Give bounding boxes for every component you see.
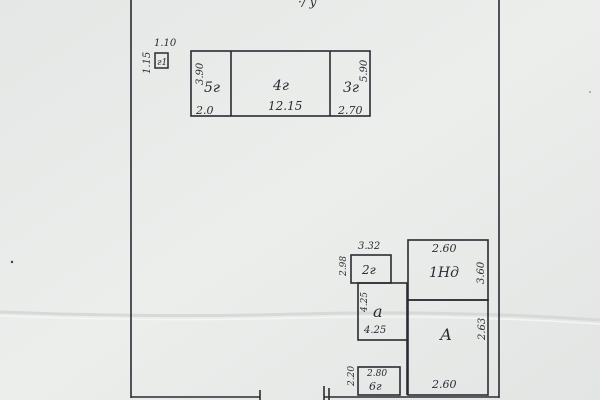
shed-g1-width: 1.10	[154, 38, 177, 49]
paper-fold-line	[0, 310, 600, 322]
room-5g-width: 2.0	[195, 104, 214, 117]
room-3g-width: 2.70	[337, 104, 363, 117]
room-4g-label: 4г	[272, 78, 289, 94]
house-complex	[350, 239, 489, 396]
room-6g-width: 2.80	[366, 369, 387, 379]
shed-g1-label: г1	[157, 58, 167, 68]
plot-boundary	[130, 0, 500, 400]
room-A-depth: 2.63	[477, 318, 488, 341]
room-4g-width: 12.15	[268, 99, 302, 113]
ink-speck	[10, 260, 14, 264]
room-A-label: А	[439, 325, 452, 344]
room-6g-label: 6г	[369, 380, 382, 393]
room-3g-depth: 5.90	[359, 59, 370, 82]
room-2g-label: 2г	[361, 263, 376, 277]
room-1-label: 1Нд	[429, 265, 459, 281]
outbuilding-1	[190, 50, 371, 117]
paper-fold-shadow	[0, 315, 600, 325]
room-1-width: 2.60	[431, 242, 457, 255]
room-5g-label: 5г	[204, 80, 220, 96]
ink-speck	[589, 91, 591, 93]
room-a-depth: 4.25	[360, 292, 370, 313]
room-a-label: а	[373, 302, 383, 321]
room-6g-depth: 2.20	[347, 366, 357, 387]
room-1-depth: 3.60	[476, 261, 487, 284]
top-note: ·/ у	[298, 0, 317, 9]
shed-g1	[154, 52, 169, 69]
room-5g-depth: 3.90	[195, 62, 206, 85]
room-3g-label: 3г	[343, 80, 359, 96]
room-2g-depth: 2.98	[339, 256, 349, 277]
room-2g-width: 3.32	[358, 241, 380, 252]
room-a-width: 4.25	[363, 325, 386, 336]
room-A-width: 2.60	[431, 378, 457, 391]
shed-g1-depth: 1.15	[142, 52, 153, 74]
